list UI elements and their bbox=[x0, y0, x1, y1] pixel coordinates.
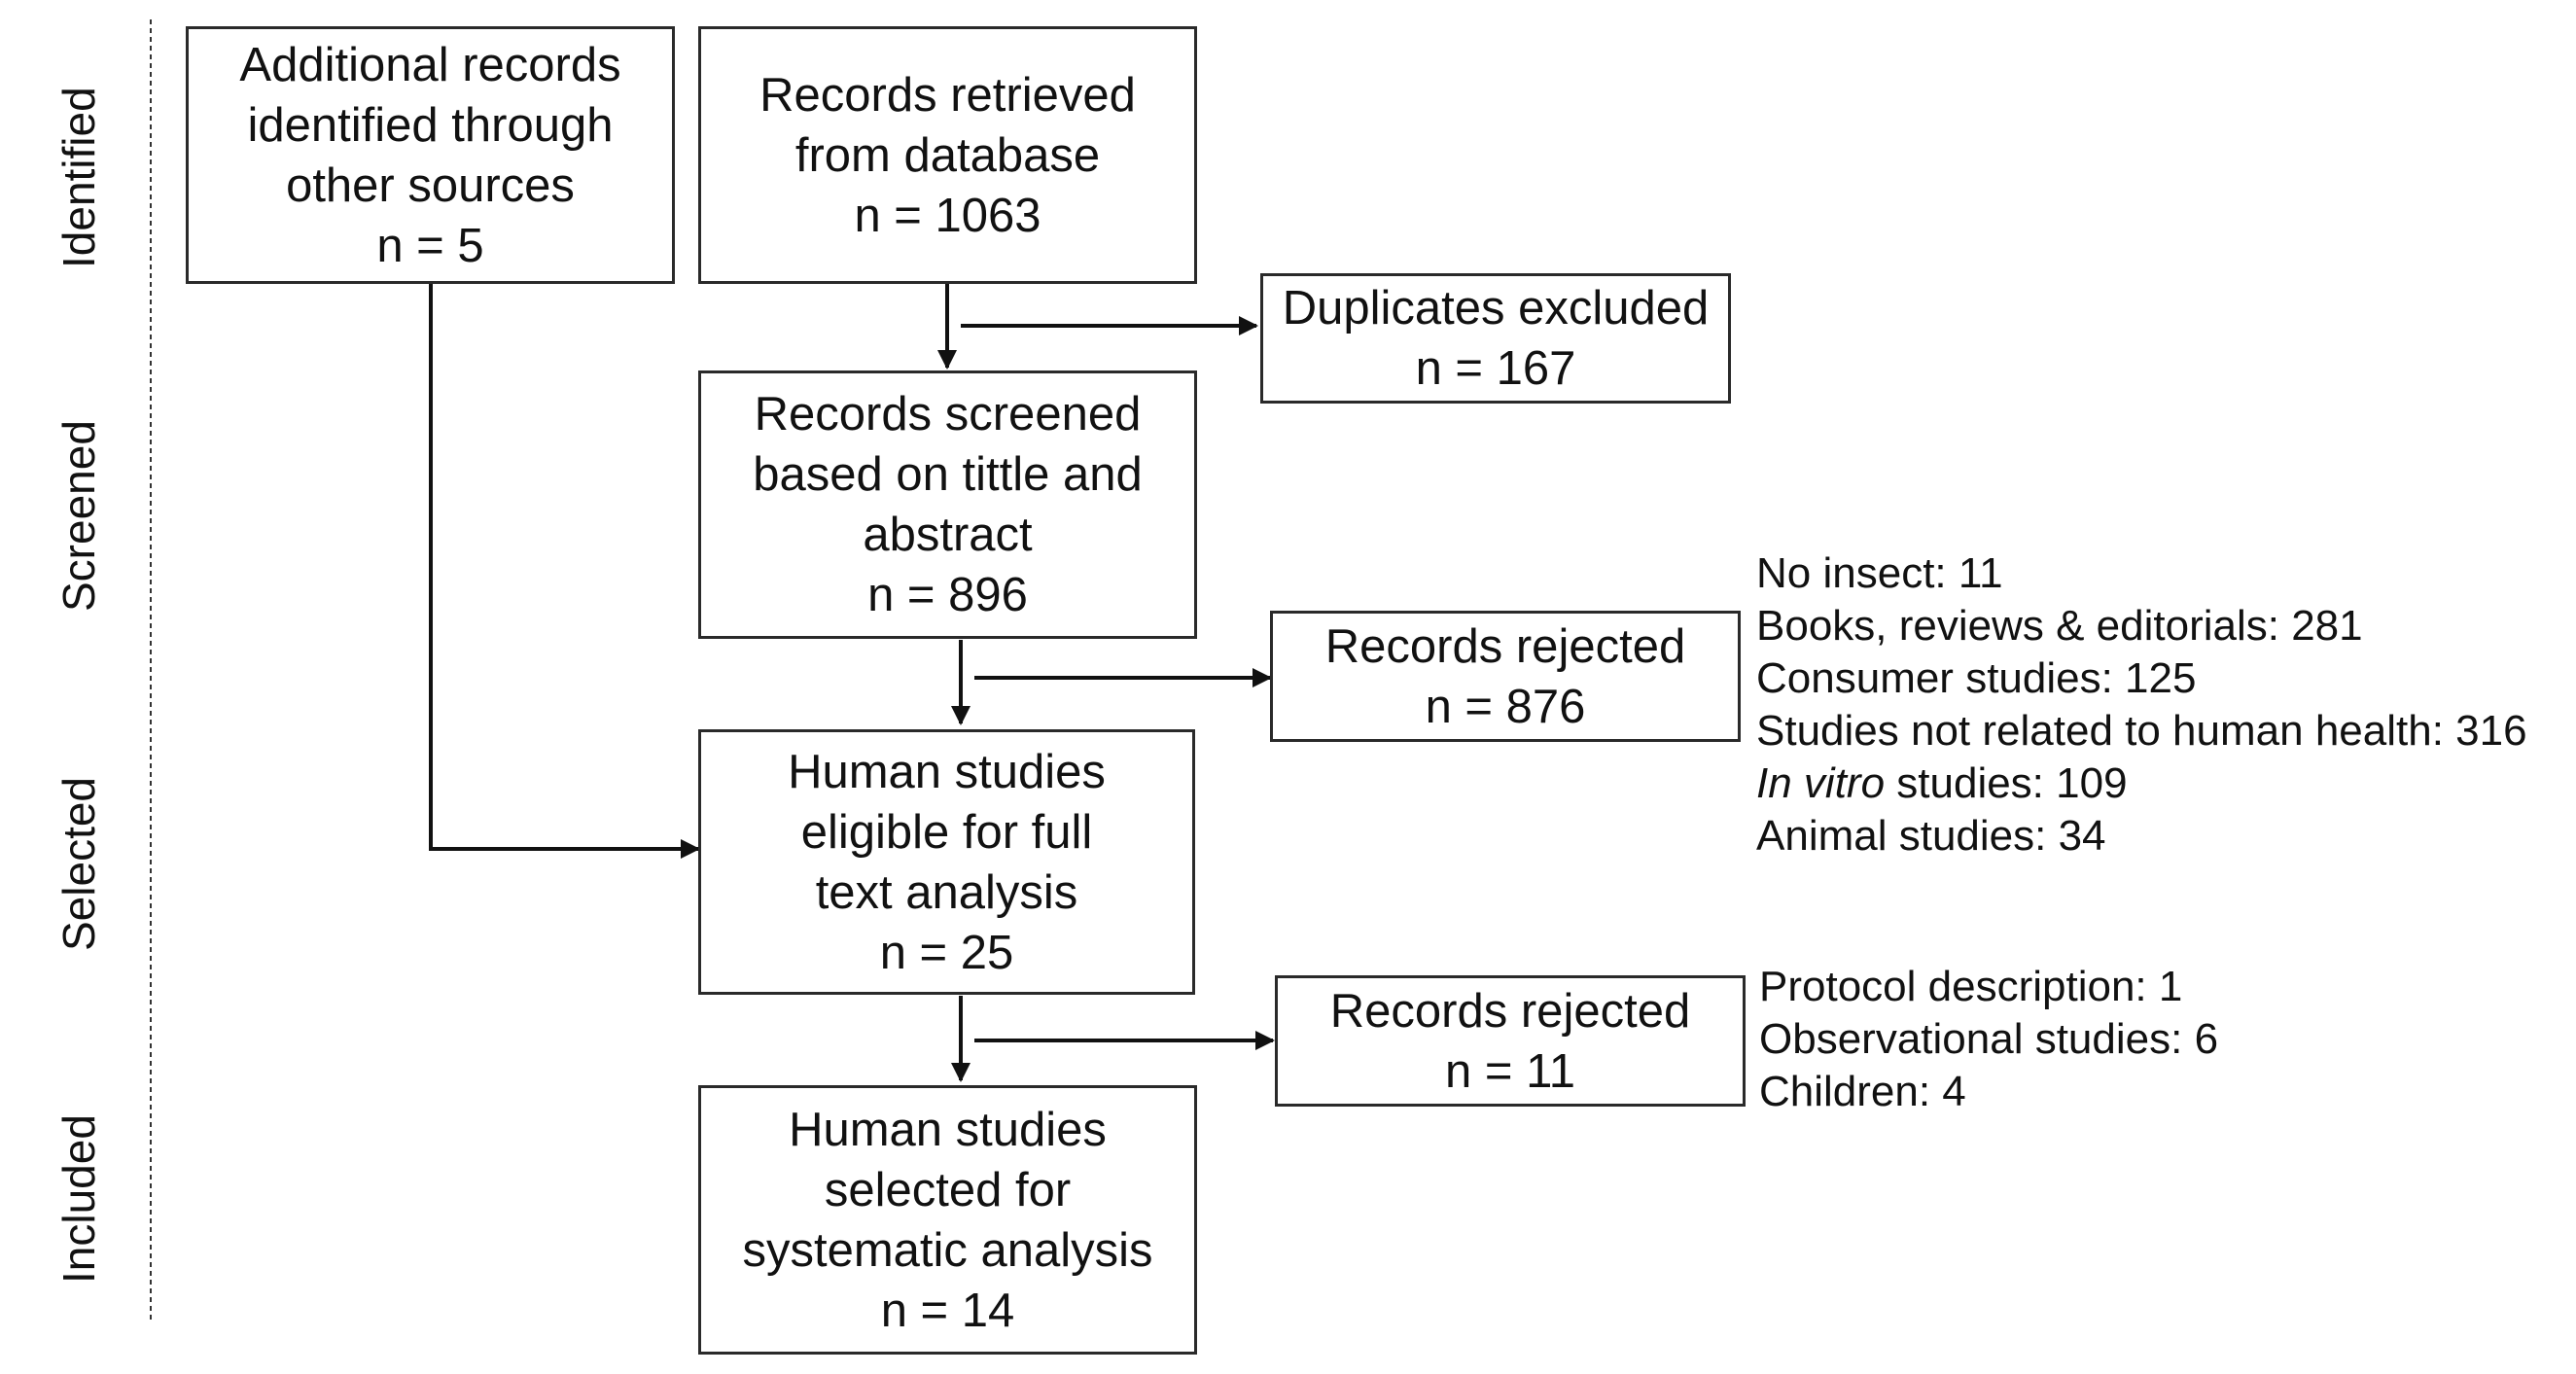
box-count: n = 167 bbox=[1415, 342, 1576, 395]
box-duplicates-excluded: Duplicates excluded n = 167 bbox=[1260, 273, 1731, 404]
box-records-rejected-2: Records rejected n = 11 bbox=[1275, 975, 1746, 1107]
stage-label-identified: Identified bbox=[53, 87, 104, 268]
box-count: n = 14 bbox=[880, 1284, 1015, 1337]
box-line: Additional records bbox=[239, 38, 621, 91]
reason-item: Books, reviews & editorials: 281 bbox=[1756, 602, 2363, 650]
reason-text: studies: 109 bbox=[1885, 759, 2128, 807]
box-line: systematic analysis bbox=[742, 1223, 1153, 1277]
reason-item: Animal studies: 34 bbox=[1756, 812, 2106, 860]
box-line: Records rejected bbox=[1324, 619, 1686, 673]
box-line: other sources bbox=[286, 159, 575, 212]
arrow-additional-to-eligible bbox=[429, 284, 700, 859]
box-line: text analysis bbox=[815, 865, 1078, 919]
box-records-rejected-1: Records rejected n = 876 bbox=[1270, 611, 1741, 742]
reason-italic-text: In vitro bbox=[1756, 759, 1886, 807]
box-line: Human studies bbox=[789, 1103, 1107, 1156]
box-line: based on tittle and bbox=[753, 448, 1143, 501]
box-additional-records: Additional records identified through ot… bbox=[186, 26, 675, 284]
box-records-screened: Records screened based on tittle and abs… bbox=[698, 370, 1197, 639]
box-records-retrieved: Records retrieved from database n = 1063 bbox=[698, 26, 1197, 284]
box-line: from database bbox=[794, 128, 1101, 182]
reason-item: In vitro studies: 109 bbox=[1756, 757, 2527, 810]
reason-item: Consumer studies: 125 bbox=[1756, 654, 2197, 702]
box-line: identified through bbox=[247, 98, 614, 152]
box-line: abstract bbox=[863, 509, 1033, 561]
box-count: n = 876 bbox=[1425, 680, 1586, 733]
box-line: Human studies bbox=[788, 745, 1106, 798]
box-line: eligible for full bbox=[800, 805, 1093, 859]
stage-label-screened: Screened bbox=[53, 420, 104, 612]
box-count: n = 25 bbox=[879, 926, 1014, 979]
box-line: selected for bbox=[824, 1163, 1072, 1216]
reason-item: No insect: 11 bbox=[1756, 549, 2003, 597]
stage-label-selected: Selected bbox=[53, 776, 104, 951]
rejection-reasons-1: No insect: 11 Books, reviews & editorial… bbox=[1756, 547, 2527, 863]
box-count: n = 896 bbox=[867, 569, 1028, 621]
reason-item: Studies not related to human health: 316 bbox=[1756, 707, 2527, 755]
box-count: n = 1063 bbox=[854, 189, 1041, 242]
box-line: Records retrieved bbox=[759, 68, 1136, 122]
box-human-studies-selected: Human studies selected for systematic an… bbox=[698, 1085, 1197, 1355]
box-human-studies-eligible: Human studies eligible for full text ana… bbox=[698, 729, 1195, 995]
reason-item: Children: 4 bbox=[1759, 1068, 1966, 1115]
box-count: n = 5 bbox=[376, 219, 484, 272]
box-line: Duplicates excluded bbox=[1282, 282, 1710, 335]
box-line: Records rejected bbox=[1329, 984, 1691, 1038]
reason-item: Observational studies: 6 bbox=[1759, 1015, 2219, 1063]
stage-label-included: Included bbox=[53, 1114, 104, 1284]
box-line: Records screened bbox=[754, 388, 1142, 440]
box-count: n = 11 bbox=[1445, 1044, 1575, 1098]
reason-item: Protocol description: 1 bbox=[1759, 963, 2183, 1010]
rejection-reasons-2: Protocol description: 1 Observational st… bbox=[1759, 961, 2218, 1118]
